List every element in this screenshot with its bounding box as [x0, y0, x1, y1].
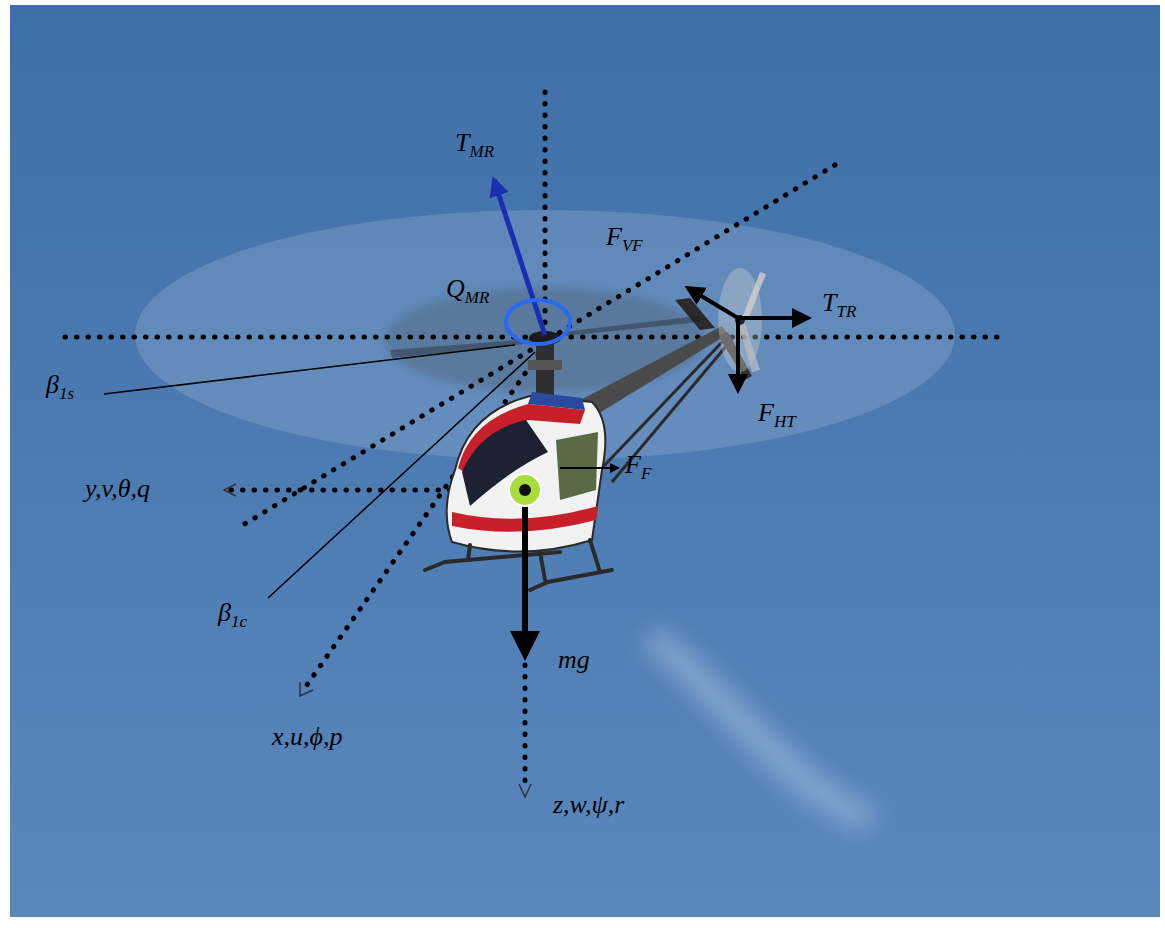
- force-label: FF: [625, 450, 651, 483]
- symbol-subscript: HT: [774, 412, 796, 431]
- weight-arrow: [522, 492, 528, 655]
- center-of-gravity-marker: [509, 474, 541, 506]
- force-label: mg: [558, 645, 590, 675]
- symbol-main: T: [822, 288, 836, 317]
- center-of-gravity-marker-part: [519, 484, 531, 496]
- axis-label: y,v,θ,q: [85, 474, 150, 504]
- angle-label: β1c: [218, 598, 247, 631]
- landing-skids-part: [540, 552, 545, 580]
- beta-1s-line: [104, 345, 515, 394]
- symbol-subscript: VF: [622, 236, 643, 255]
- force-label: FHT: [758, 398, 796, 431]
- symbol-subscript: MR: [469, 142, 494, 161]
- cabin-part: [462, 420, 548, 506]
- y-axis: [228, 488, 450, 493]
- symbol-main: F: [625, 450, 641, 479]
- symbol-main: F: [606, 222, 622, 251]
- torque-label: QMR: [446, 274, 489, 307]
- angle-label: β1s: [46, 370, 74, 403]
- symbol-main: T: [455, 128, 469, 157]
- tail-force-arrows-part: [688, 288, 738, 318]
- tail-rotor-part: [742, 272, 766, 320]
- tail-rotor-part: [738, 320, 760, 372]
- symbol-main: β: [218, 598, 231, 627]
- symbol-main: β: [46, 370, 59, 399]
- axis-lines: [65, 92, 1000, 790]
- axis-label: z,w,ψ,r: [553, 790, 624, 820]
- symbol-main: Q: [446, 274, 465, 303]
- tail-force-arrows-part: [736, 318, 740, 390]
- cloud-wisp: [640, 630, 880, 830]
- landing-skids-part: [468, 545, 470, 560]
- sky-ground: [10, 5, 1160, 917]
- tail-force-arrows-part: [738, 316, 808, 320]
- symbol-subscript: MR: [465, 288, 490, 307]
- tail-boom-part: [600, 340, 724, 470]
- force-label: TMR: [455, 128, 494, 161]
- z-axis-head: [519, 784, 531, 797]
- tail-boom-part: [612, 344, 728, 482]
- y-axis-head: [224, 484, 236, 496]
- tail-force-arrows: [688, 288, 808, 390]
- main-rotor-torque-ring: [506, 300, 570, 344]
- beta-1c-line: [268, 352, 535, 598]
- symbol-main: F: [758, 398, 774, 427]
- main-rotor-blades: [390, 316, 700, 358]
- symbol-subscript: 1s: [59, 384, 74, 403]
- symbol-subscript: 1c: [231, 612, 247, 631]
- landing-skids: [425, 540, 612, 590]
- force-label: TTR: [822, 288, 856, 321]
- swashplate: [528, 360, 562, 370]
- landing-skids-part: [590, 540, 600, 572]
- center-of-gravity-marker-part: [509, 474, 541, 506]
- cloud-wisp-part: [640, 630, 880, 830]
- symbol-subscript: F: [641, 464, 651, 483]
- main-rotor-thrust-arrow: [494, 180, 545, 335]
- z-axis: [523, 665, 528, 790]
- cabin-part: [528, 392, 585, 410]
- fuselage-force-arrow: [560, 467, 618, 469]
- x-axis-head: [300, 682, 313, 696]
- cabin-part: [556, 432, 598, 500]
- symbol-subscript: TR: [836, 302, 856, 321]
- axis-label: x,u,ϕ,p: [272, 722, 343, 752]
- force-label: FVF: [606, 222, 643, 255]
